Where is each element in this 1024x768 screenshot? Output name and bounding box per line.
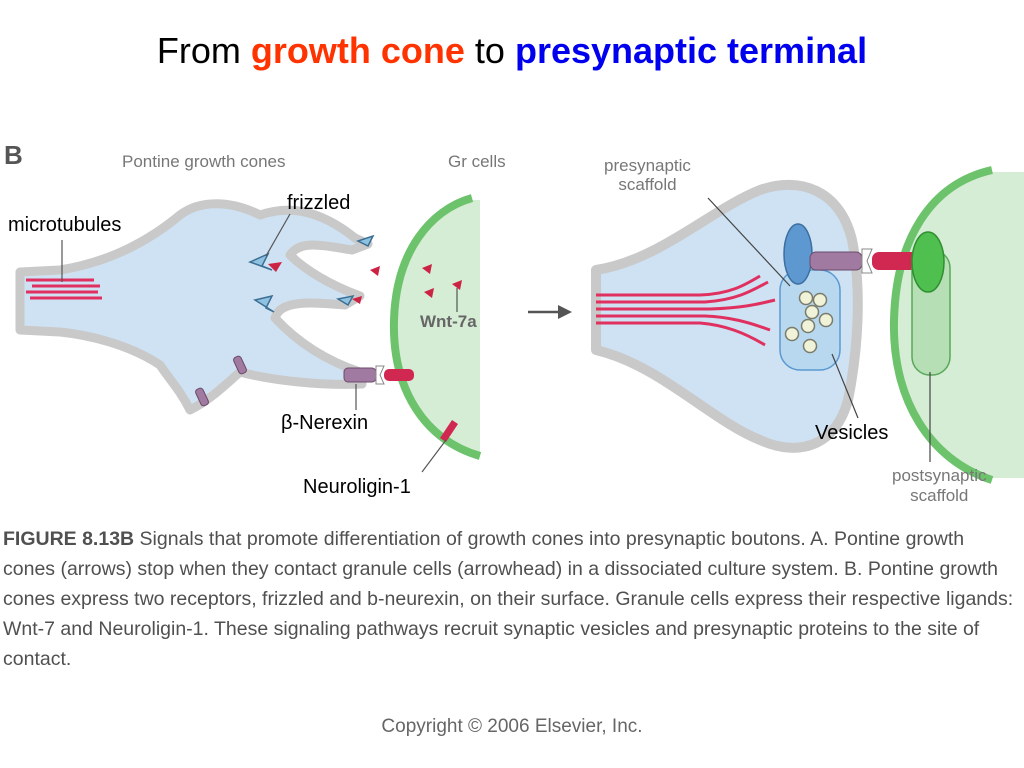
transition-arrow [528, 305, 572, 319]
heading-gr-cells: Gr cells [448, 152, 506, 171]
postsynaptic-scaffold-core [911, 231, 945, 293]
vesicles [784, 290, 834, 354]
presynaptic-scaffold-line1: presynaptic [604, 156, 691, 175]
growth-cone-left [15, 199, 373, 415]
label-frizzled: frizzled [287, 192, 351, 214]
title-middle: to [464, 30, 515, 71]
neuroligin-pointer [421, 439, 447, 473]
slide-title: From growth cone to presynaptic terminal [0, 30, 1024, 72]
granule-cell-left-membrane [389, 194, 482, 460]
panel-letter: B [4, 140, 23, 170]
copyright-notice: Copyright © 2006 Elsevier, Inc. [381, 716, 643, 737]
presynaptic-scaffold-line2: scaffold [618, 175, 677, 194]
figure-caption: FIGURE 8.13B Signals that promote differ… [3, 524, 1021, 674]
receptor-rods [195, 355, 247, 407]
label-vesicles: Vesicles [815, 422, 889, 444]
title-growth-cone: growth cone [250, 30, 465, 71]
beta-neurexin-rod-right [809, 251, 863, 271]
neurexin-cup-right [861, 248, 873, 274]
caption-text: Signals that promote differentiation of … [3, 528, 1014, 670]
neuroligin-rod-left [384, 369, 414, 381]
frizzled-pointer [265, 213, 291, 257]
synapse-diagram [15, 166, 1024, 484]
presynaptic-scaffold-pointer [707, 197, 791, 287]
postsynaptic-scaffold-line2: scaffold [910, 486, 969, 505]
microtubules-left [26, 278, 102, 300]
neuroligin-free [440, 420, 458, 442]
caption-label: FIGURE 8.13B [3, 528, 135, 550]
neurexin-cup [375, 365, 385, 385]
microtubules-right [596, 274, 776, 347]
granule-cell-left [391, 200, 480, 455]
beta-neurexin-rod [343, 367, 377, 383]
label-wnt-7a: Wnt-7a [420, 312, 477, 331]
title-prefix: From [156, 30, 251, 71]
label-neuroligin-1: Neuroligin-1 [303, 476, 411, 498]
granule-cell-right-membrane [889, 166, 994, 484]
wnt-ligands [268, 262, 462, 304]
label-beta-nerexin: β-Nerexin [281, 412, 369, 434]
neuroligin-rod-right [872, 252, 920, 270]
title-presynaptic-terminal: presynaptic terminal [514, 30, 868, 71]
heading-pontine-growth-cones: Pontine growth cones [122, 152, 286, 171]
presynaptic-scaffold-core [783, 223, 813, 285]
postsynaptic-scaffold-line1: postsynaptic [892, 466, 987, 485]
label-microtubules: microtubules [8, 214, 122, 236]
vesicles-pointer [831, 353, 859, 419]
frizzled-receptors [247, 234, 375, 313]
